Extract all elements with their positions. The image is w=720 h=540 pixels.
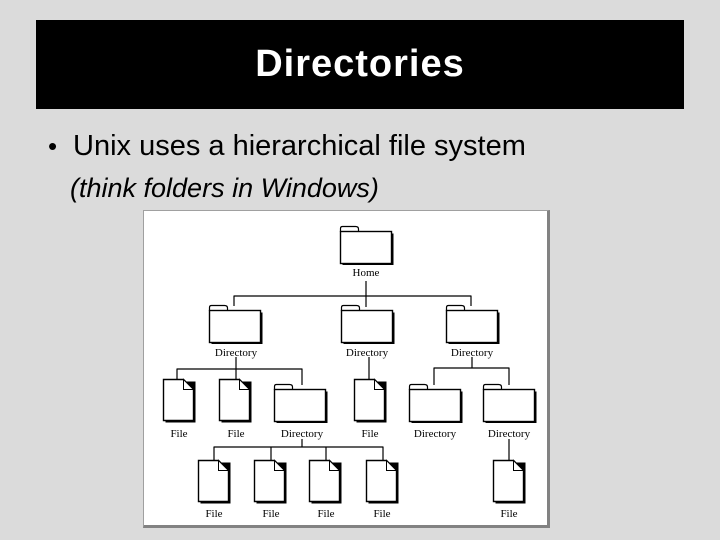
file-fold-corner <box>386 459 398 471</box>
tree-node-file: File <box>308 459 342 520</box>
folder-tab <box>445 304 466 311</box>
bullet-text: Unix uses a hierarchical file system <box>73 130 526 162</box>
tree-node-label: Directory <box>451 347 494 359</box>
tree-node-folder: Directory <box>408 383 463 440</box>
folder-tab <box>482 383 503 390</box>
tree-node-label: File <box>500 508 517 520</box>
folder-icon <box>408 388 462 423</box>
tree-node-label: File <box>317 508 334 520</box>
tree-node-file: File <box>162 378 196 440</box>
tree-node-label: Directory <box>414 428 457 440</box>
tree-node-label: File <box>170 428 187 440</box>
file-fold-corner <box>329 459 341 471</box>
tree-node-label: File <box>373 508 390 520</box>
tree-node-label: File <box>227 428 244 440</box>
file-fold-corner <box>274 459 286 471</box>
tree-connector-line <box>213 446 384 460</box>
folder-icon <box>445 309 499 344</box>
bullet-subtext: (think folders in Windows) <box>70 173 379 203</box>
file-fold-corner <box>374 378 386 390</box>
tree-node-label: Directory <box>215 347 258 359</box>
tree-node-label: Directory <box>488 428 531 440</box>
folder-tab <box>339 225 360 232</box>
tree-connector-line <box>233 295 472 306</box>
tree-node-label: Directory <box>281 428 324 440</box>
tree-node-label: File <box>262 508 279 520</box>
folder-tab <box>340 304 361 311</box>
folder-icon <box>273 388 327 423</box>
bullet-line: • Unix uses a hierarchical file system <box>48 130 526 163</box>
folder-icon <box>339 230 393 265</box>
tree-node-label: Home <box>353 267 380 279</box>
folder-icon <box>208 309 262 344</box>
folder-icon <box>482 388 536 423</box>
folder-tab <box>208 304 229 311</box>
tree-node-file: File <box>353 378 387 440</box>
tree-node-file: File <box>492 459 526 520</box>
tree-node-file: File <box>253 459 287 520</box>
bullet-marker: • <box>48 131 58 161</box>
tree-node-file: File <box>365 459 399 520</box>
tree-node-folder: Home <box>339 225 394 279</box>
tree-connector-line <box>433 367 510 385</box>
tree-node-folder: Directory <box>445 304 500 359</box>
tree-node-label: Directory <box>346 347 389 359</box>
slide-title: Directories <box>255 43 465 85</box>
folder-tab <box>408 383 429 390</box>
tree-node-folder: Directory <box>482 383 537 440</box>
tree-node-file: File <box>197 459 231 520</box>
file-fold-corner <box>513 459 525 471</box>
tree-connector-line <box>176 368 303 385</box>
folder-icon <box>340 309 394 344</box>
tree-node-folder: Directory <box>273 383 328 440</box>
folder-tab <box>273 383 294 390</box>
slide-title-bar: Directories <box>36 20 684 109</box>
tree-node-label: File <box>205 508 222 520</box>
tree-node-label: File <box>361 428 378 440</box>
file-fold-corner <box>218 459 230 471</box>
file-fold-corner <box>239 378 251 390</box>
tree-node-folder: Directory <box>208 304 263 359</box>
file-fold-corner <box>183 378 195 390</box>
tree-node-folder: Directory <box>340 304 395 359</box>
tree-node-file: File <box>218 378 252 440</box>
